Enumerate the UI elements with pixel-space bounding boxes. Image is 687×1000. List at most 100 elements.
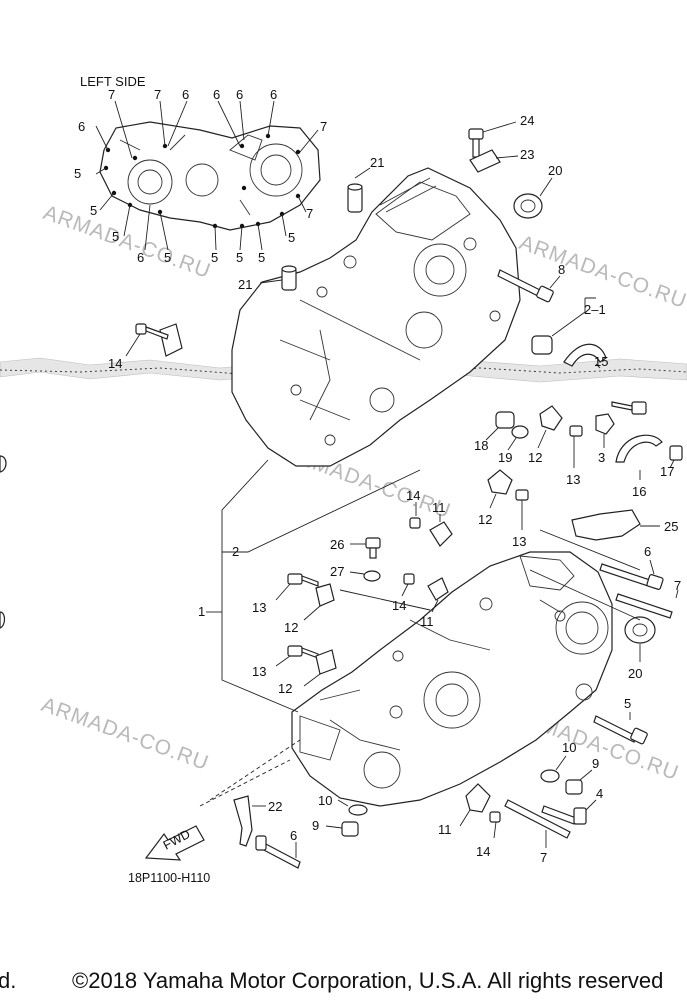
bracket-22: 22 xyxy=(233,795,282,847)
callout-11: 11 xyxy=(432,500,446,515)
callout-6: 6 xyxy=(182,87,189,102)
o-ring-19: 19 xyxy=(498,425,529,465)
bolt-14-middle: 14 xyxy=(406,488,421,529)
callout-14: 14 xyxy=(406,488,420,503)
callout-5: 5 xyxy=(112,229,119,244)
bracket-12-middle: 12 13 xyxy=(478,469,529,549)
callout-5: 5 xyxy=(164,250,171,265)
callout-7: 7 xyxy=(154,87,161,102)
callout-20: 20 xyxy=(628,666,642,681)
bolt-24-and-clamp-23: 24 23 xyxy=(468,113,534,173)
part-3: 3 xyxy=(595,413,615,465)
callout-5: 5 xyxy=(236,250,243,265)
callout-24: 24 xyxy=(520,113,534,128)
callout-6: 6 xyxy=(213,87,220,102)
callout-7: 7 xyxy=(540,850,547,865)
callout-6: 6 xyxy=(236,87,243,102)
callout-5: 5 xyxy=(74,166,81,181)
washer-10-left: 10 xyxy=(318,793,368,816)
callout-5: 5 xyxy=(288,230,295,245)
callout-6: 6 xyxy=(137,250,144,265)
callout-5: 5 xyxy=(211,250,218,265)
edge-partial-parts xyxy=(0,455,7,629)
callout-12: 12 xyxy=(284,620,298,635)
callout-5: 5 xyxy=(624,696,631,711)
callout-2: 2 xyxy=(232,544,239,559)
callout-20: 20 xyxy=(548,163,562,178)
callout-14: 14 xyxy=(108,356,122,371)
callout-22: 22 xyxy=(268,799,282,814)
bracket-11-upper: 11 xyxy=(429,500,453,547)
callout-1: 1 xyxy=(198,604,205,619)
bracket-11-lower-b: 11 14 xyxy=(438,783,501,859)
bracket-and-bolt-14: 14 xyxy=(108,323,183,371)
callout-4: 4 xyxy=(596,786,603,801)
callout-25: 25 xyxy=(664,519,678,534)
callout-7: 7 xyxy=(306,206,313,221)
side-label: LEFT SIDE xyxy=(80,74,146,89)
drawing-code: 18P1100-H110 xyxy=(128,871,210,885)
bolt-8: 8 xyxy=(497,262,565,303)
bracket-11-lower-a: 14 11 xyxy=(392,573,449,629)
callout-12: 12 xyxy=(478,512,492,527)
callout-14: 14 xyxy=(476,844,490,859)
callout-2-1: 2–1 xyxy=(584,302,606,317)
clip-16: 16 xyxy=(615,434,663,499)
callout-7: 7 xyxy=(320,119,327,134)
assembly-reference-lines: 1 2 xyxy=(198,459,641,807)
bolt-5-lower: 5 xyxy=(593,696,648,745)
lower-crankcase-half xyxy=(291,551,613,807)
callout-27: 27 xyxy=(330,564,344,579)
dowel-2-1: 2–1 xyxy=(531,297,606,355)
callout-6: 6 xyxy=(644,544,651,559)
callout-17: 17 xyxy=(660,464,674,479)
copyright-footer: d. ©2018 Yamaha Motor Corporation, U.S.A… xyxy=(0,968,687,1000)
callout-13: 13 xyxy=(252,664,266,679)
callout-21: 21 xyxy=(238,277,252,292)
bracket-12-upper: 12 xyxy=(528,405,563,465)
oil-seal-20: 20 xyxy=(513,163,562,219)
callout-12: 12 xyxy=(278,681,292,696)
callout-9: 9 xyxy=(592,756,599,771)
callout-5: 5 xyxy=(258,250,265,265)
callout-7: 7 xyxy=(108,87,115,102)
bracket-12-lower-b: 13 12 xyxy=(252,645,337,696)
callout-6: 6 xyxy=(270,87,277,102)
dowel-pin-21-lower: 21 xyxy=(238,265,297,292)
callout-6: 6 xyxy=(78,119,85,134)
fwd-arrow-icon: FWD xyxy=(144,825,205,861)
callout-18: 18 xyxy=(474,438,488,453)
callout-5: 5 xyxy=(90,203,97,218)
oil-seal-20-lower: 20 xyxy=(624,616,656,681)
washer-27: 27 xyxy=(330,564,381,582)
spacer-18: 18 xyxy=(474,411,515,453)
bolt-17: 17 xyxy=(660,445,683,479)
callout-16: 16 xyxy=(632,484,646,499)
bolt-13-upper: 13 xyxy=(566,425,583,487)
watermark: ARMADA-CO.RU xyxy=(38,693,212,775)
bolt-9-left: 9 xyxy=(312,818,359,837)
watermark: ARMADA-CO.RU xyxy=(516,231,687,313)
callout-26: 26 xyxy=(330,537,344,552)
bracket-25: 25 xyxy=(571,509,678,541)
callout-15: 15 xyxy=(594,354,608,369)
callout-21: 21 xyxy=(370,155,384,170)
bolt-9-washer-10: 10 9 xyxy=(540,740,599,795)
callout-3: 3 xyxy=(598,450,605,465)
copyright-fragment: d. xyxy=(0,968,17,993)
bolt-6-right: 6 xyxy=(599,544,664,590)
bolt-26: 26 xyxy=(330,537,381,559)
callout-19: 19 xyxy=(498,450,512,465)
callout-9: 9 xyxy=(312,818,319,833)
callout-14: 14 xyxy=(392,598,406,613)
upper-crankcase-half xyxy=(231,167,521,467)
callout-13: 13 xyxy=(566,472,580,487)
dowel-pin-21: 21 xyxy=(347,155,384,213)
callout-12: 12 xyxy=(528,450,542,465)
bracket-12-lower-a: 13 12 xyxy=(252,573,335,635)
bolt-15b xyxy=(611,401,647,415)
callout-13: 13 xyxy=(512,534,526,549)
callout-11: 11 xyxy=(420,614,434,629)
bolt-7-lower: 7 xyxy=(504,799,571,865)
